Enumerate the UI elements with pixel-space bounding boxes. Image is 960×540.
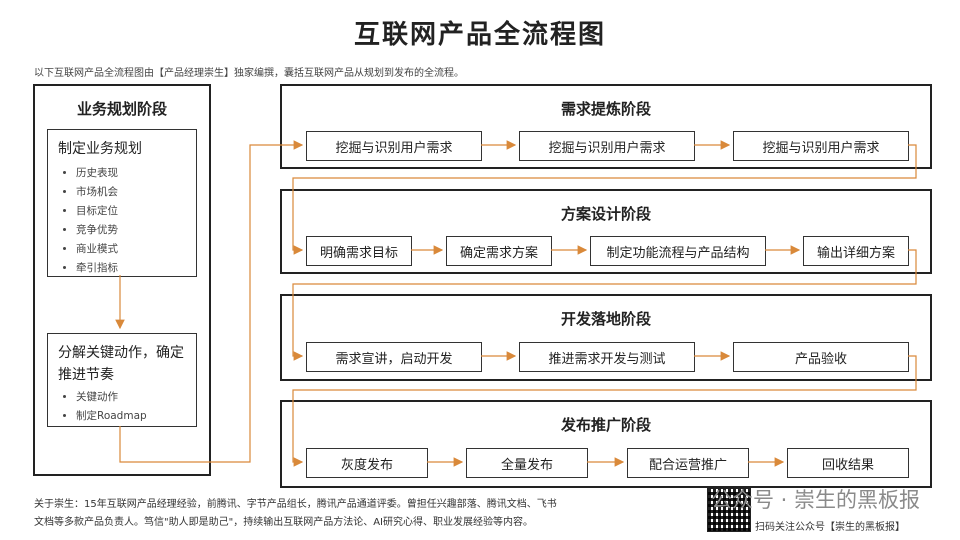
step-box: 灰度发布 [306,448,428,478]
key-actions-list: 关键动作 制定Roadmap [58,388,186,426]
stage-panel-development: 开发落地阶段 需求宣讲，启动开发 推进需求开发与测试 产品验收 [280,294,932,381]
list-item: 关键动作 [76,388,186,407]
list-item: 目标定位 [76,202,186,221]
stage-title: 需求提炼阶段 [560,100,651,118]
arrow [292,249,917,361]
footer-line-2: 文档等多款产品负责人。笃信"助人即是助己"，持续输出互联网产品方法论、AI研究心… [34,517,533,528]
step-box: 挖掘与识别用户需求 [733,131,909,161]
intro-text: 以下互联网产品全流程图由【产品经理崇生】独家编撰，囊括互联网产品从规划到发布的全… [34,68,464,79]
scan-text: 扫码关注公众号【崇生的黑板报】 [755,522,905,533]
step-box: 挖掘与识别用户需求 [519,131,695,161]
stage-title: 发布推广阶段 [560,416,651,434]
footer-text: 关于崇生：15年互联网产品经理经验，前腾讯、字节产品组长，腾讯产品通道评委。曾担… [34,496,634,532]
step-box: 产品验收 [733,342,909,372]
business-planning-panel: 业务规划阶段 制定业务规划 历史表现 市场机会 目标定位 竞争优势 商业模式 牵… [33,84,211,476]
step-box: 配合运营推广 [627,448,749,478]
business-plan-heading: 制定业务规划 [58,141,142,157]
stage-title: 方案设计阶段 [560,205,651,223]
list-item: 市场机会 [76,183,186,202]
step-box: 全量发布 [466,448,588,478]
key-actions-box: 分解关键动作，确定 推进节奏 关键动作 制定Roadmap [47,333,197,427]
page-title: 互联网产品全流程图 [353,20,606,50]
stage-panel-release: 发布推广阶段 灰度发布 全量发布 配合运营推广 回收结果 [280,400,932,488]
arrow [292,144,917,255]
arrow [292,355,917,467]
step-box: 挖掘与识别用户需求 [306,131,482,161]
watermark: 公众号 · 崇生的黑板报 [710,488,920,512]
step-box: 推进需求开发与测试 [519,342,695,372]
step-box: 制定功能流程与产品结构 [590,236,766,266]
stage-panel-design: 方案设计阶段 明确需求目标 确定需求方案 制定功能流程与产品结构 输出详细方案 [280,189,932,274]
list-item: 竞争优势 [76,221,186,240]
list-item: 牵引指标 [76,259,186,278]
stage-title: 开发落地阶段 [560,310,651,328]
step-box: 输出详细方案 [803,236,909,266]
qr-code-icon [707,488,751,532]
arrow [119,140,304,463]
stage-panel-demand: 需求提炼阶段 挖掘与识别用户需求 挖掘与识别用户需求 挖掘与识别用户需求 [280,84,932,169]
list-item: 历史表现 [76,164,186,183]
list-item: 制定Roadmap [76,407,186,426]
key-actions-heading-2: 推进节奏 [58,367,114,383]
key-actions-heading-1: 分解关键动作，确定 [58,345,184,361]
footer-line-1: 关于崇生：15年互联网产品经理经验，前腾讯、字节产品组长，腾讯产品通道评委。曾担… [34,499,557,510]
step-box: 需求宣讲，启动开发 [306,342,482,372]
business-planning-title: 业务规划阶段 [76,100,167,118]
business-plan-list: 历史表现 市场机会 目标定位 竞争优势 商业模式 牵引指标 [58,164,186,278]
list-item: 商业模式 [76,240,186,259]
step-box: 确定需求方案 [446,236,552,266]
step-box: 回收结果 [787,448,909,478]
business-plan-box: 制定业务规划 历史表现 市场机会 目标定位 竞争优势 商业模式 牵引指标 [47,129,197,277]
step-box: 明确需求目标 [306,236,412,266]
